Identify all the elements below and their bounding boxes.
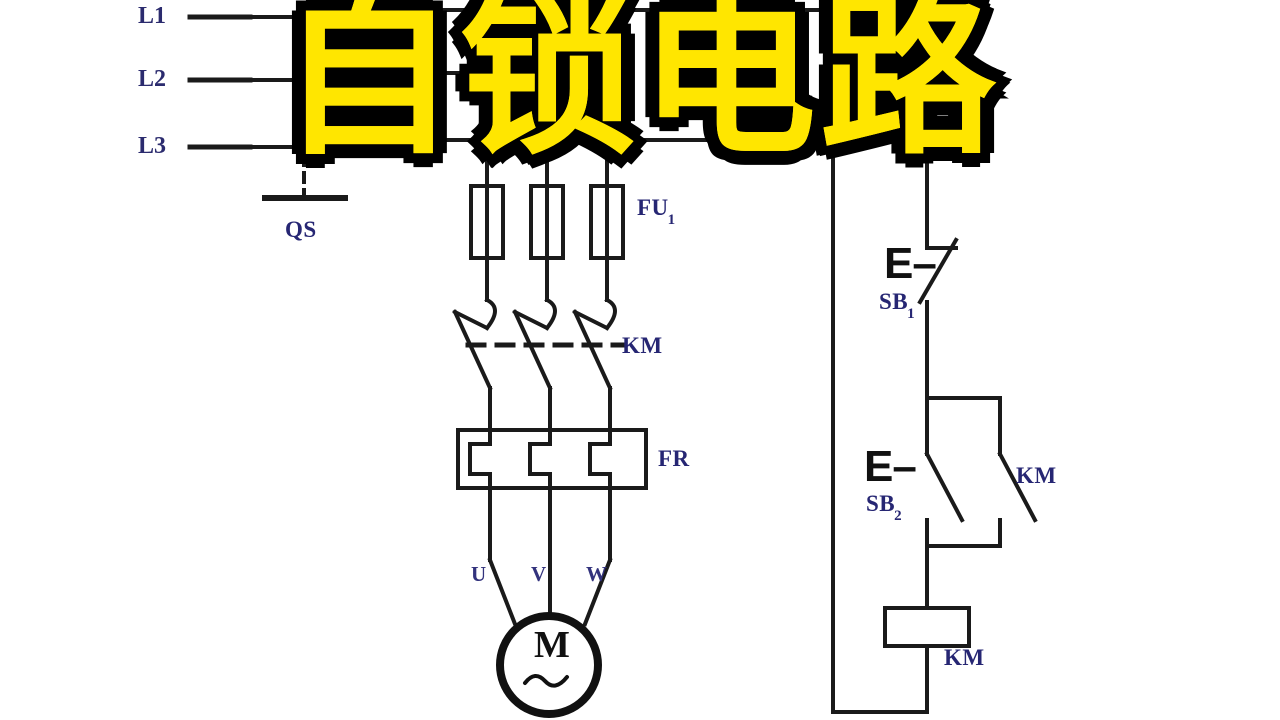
- sb2-start-button: [924, 396, 965, 548]
- motor-symbol: [496, 612, 602, 718]
- km-coil-label: KM: [944, 645, 985, 670]
- qs-mechanical-linkage: [262, 18, 348, 201]
- motor-terminal-u-label: U: [471, 562, 487, 586]
- fu1-label: FU1: [637, 195, 677, 228]
- km-main-contacts: [452, 297, 617, 432]
- sb1-label: SB1: [879, 289, 916, 322]
- sb1-actuator-icon: E–: [884, 239, 937, 288]
- rail-label-l2: L2: [138, 66, 167, 92]
- km-holding-contact-label: KM: [1016, 463, 1057, 488]
- power-rail-leads: [187, 14, 253, 150]
- km-coil: [883, 544, 971, 714]
- motor-leads: [487, 557, 613, 627]
- fr-thermal-relay: [456, 428, 648, 562]
- sb2-label: SB2: [866, 491, 903, 524]
- control-return-rail: [831, 184, 929, 714]
- sb1-label-subscript: 1: [907, 305, 916, 322]
- fr-label: FR: [658, 446, 690, 471]
- km-holding-contact: [997, 451, 1038, 523]
- fu1-label-subscript: 1: [667, 211, 676, 228]
- qs-label: QS: [285, 217, 317, 242]
- sb2-label-subscript: 2: [894, 507, 903, 524]
- qs-disconnect-switch: [248, 0, 422, 150]
- sb2-actuator-icon: E–: [864, 442, 917, 491]
- sb2-label-text: SB: [866, 491, 896, 516]
- rail-label-l1: L1: [138, 3, 167, 29]
- control-parallel-branch: [925, 396, 1002, 548]
- km-main-label: KM: [622, 333, 663, 358]
- motor-terminal-w-label: W: [586, 562, 607, 586]
- sb1-stop-button: [917, 184, 959, 400]
- fu1-fuses: [469, 184, 625, 302]
- three-phase-bus: [418, 8, 929, 188]
- rail-label-l3: L3: [138, 133, 167, 159]
- fu1-label-text: FU: [637, 195, 669, 220]
- motor-terminal-v-label: V: [531, 562, 547, 586]
- motor-designator-label: M: [534, 624, 570, 666]
- sb1-label-text: SB: [879, 289, 909, 314]
